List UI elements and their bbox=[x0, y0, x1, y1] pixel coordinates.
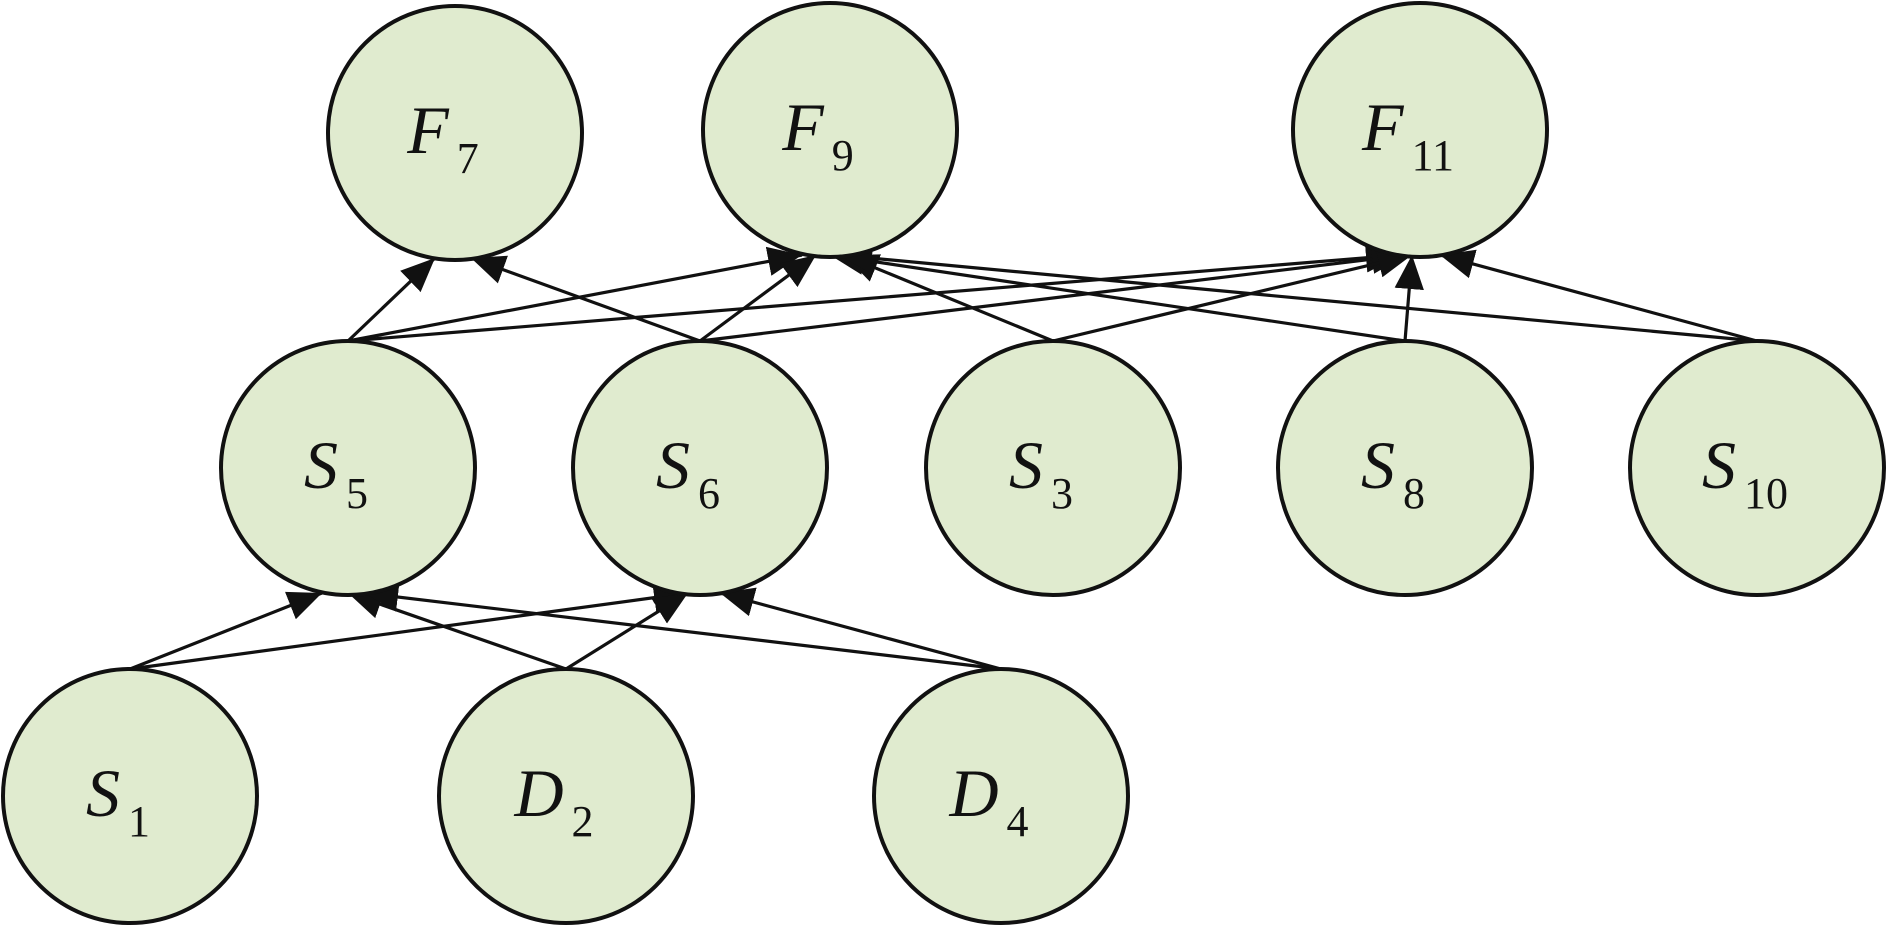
edge-s1-to-s6 bbox=[129, 582, 689, 671]
edge-s3-to-f9 bbox=[843, 253, 1054, 343]
edge-s6-to-f7 bbox=[470, 255, 701, 343]
edge-s5-to-f7 bbox=[346, 256, 437, 343]
node-circle bbox=[701, 1, 959, 259]
node-label-subscript: 11 bbox=[1412, 131, 1454, 180]
node-circle bbox=[924, 339, 1182, 597]
node-label-main: D bbox=[948, 755, 998, 831]
edge-s1-to-s5 bbox=[129, 591, 323, 671]
edge-s8-to-f11 bbox=[1394, 254, 1424, 342]
edge-s10-to-f9 bbox=[837, 243, 1758, 343]
node-label-subscript: 7 bbox=[457, 134, 479, 183]
node-label-main: S bbox=[1361, 427, 1395, 503]
node-label-main: S bbox=[304, 427, 338, 503]
node-circle bbox=[219, 339, 477, 597]
edge-s3-to-f11 bbox=[1052, 248, 1413, 343]
edge-d4-to-s5 bbox=[363, 582, 1002, 671]
edge-s5-to-f11 bbox=[347, 243, 1401, 343]
edge-s5-to-f9 bbox=[347, 246, 803, 343]
node-label-subscript: 6 bbox=[698, 469, 720, 518]
node-label-subscript: 4 bbox=[1007, 797, 1029, 846]
node-label-subscript: 2 bbox=[572, 797, 594, 846]
edge-d2-to-s6 bbox=[565, 591, 689, 671]
node-label-main: D bbox=[513, 755, 563, 831]
node-circle bbox=[1, 667, 259, 925]
node-label-main: F bbox=[406, 92, 450, 168]
node-label-subscript: 9 bbox=[832, 131, 854, 180]
edge-s6-to-f11 bbox=[699, 244, 1407, 343]
node-circle bbox=[1628, 339, 1886, 597]
node-circle bbox=[437, 667, 695, 925]
node-label-subscript: 1 bbox=[128, 797, 150, 846]
node-label-main: S bbox=[1009, 427, 1043, 503]
node-label-subscript: 8 bbox=[1403, 469, 1425, 518]
node-label-main: S bbox=[86, 755, 120, 831]
node-label-main: F bbox=[1361, 89, 1405, 165]
node-circle bbox=[1276, 339, 1534, 597]
node-label-subscript: 3 bbox=[1051, 469, 1073, 518]
edges-layer bbox=[129, 243, 1758, 671]
node-label-subscript: 5 bbox=[346, 469, 368, 518]
node-label-subscript: 10 bbox=[1744, 469, 1788, 518]
node-circle bbox=[571, 339, 829, 597]
node-circle bbox=[326, 4, 584, 262]
node-label-main: F bbox=[781, 89, 825, 165]
edge-d4-to-s6 bbox=[719, 587, 1002, 671]
node-label-main: S bbox=[1702, 427, 1736, 503]
node-circle bbox=[1291, 1, 1549, 259]
edge-s6-to-f9 bbox=[699, 253, 817, 343]
edge-s8-to-f9 bbox=[829, 245, 1406, 343]
node-circle bbox=[872, 667, 1130, 925]
edge-s10-to-f11 bbox=[1439, 249, 1758, 343]
node-label-main: S bbox=[656, 427, 690, 503]
